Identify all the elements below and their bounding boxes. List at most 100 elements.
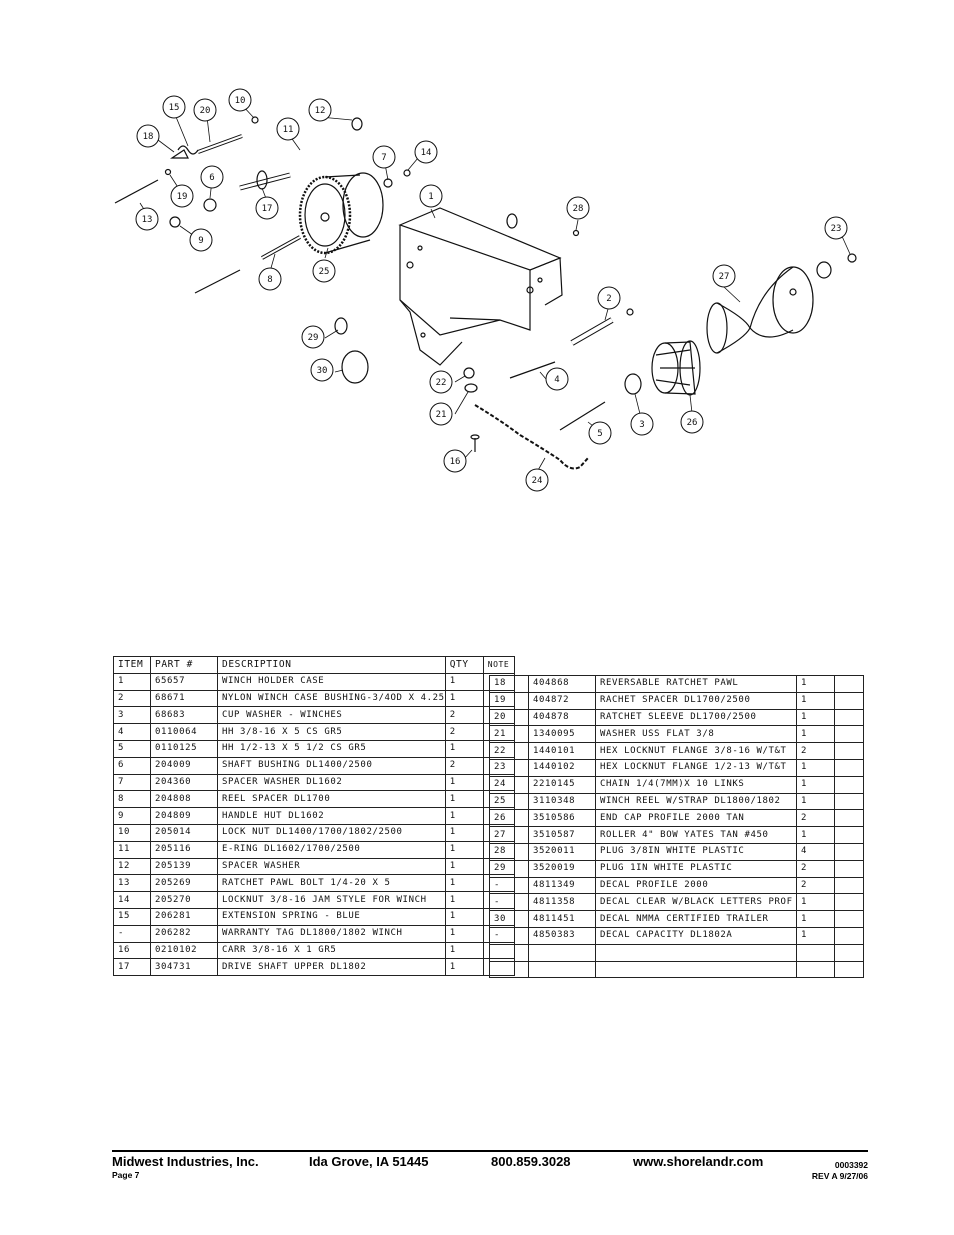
cell-part-number: 2210145 bbox=[528, 775, 596, 794]
cell-item: 28 bbox=[489, 842, 529, 861]
part-winch-holder-case-1 bbox=[398, 207, 563, 366]
cell-item: 20 bbox=[489, 708, 529, 727]
cell-item: - bbox=[489, 893, 529, 912]
callout-18: 18 bbox=[136, 124, 160, 148]
header-part-number: PART # bbox=[150, 656, 218, 674]
cell-qty: 2 bbox=[796, 876, 835, 895]
cell-note bbox=[834, 792, 864, 811]
cell-description: WINCH REEL W/STRAP DL1800/1802 bbox=[595, 792, 797, 811]
svg-text:30: 30 bbox=[317, 366, 328, 376]
exploded-parts-diagram: 15 20 10 18 12 11 7 14 6 19 13 17 1 9 28… bbox=[114, 88, 857, 492]
callout-24: 24 bbox=[525, 468, 549, 492]
footer-website[interactable]: www.shorelandr.com bbox=[633, 1154, 764, 1169]
svg-text:6: 6 bbox=[209, 173, 214, 183]
cell-note bbox=[834, 910, 864, 928]
cell-note bbox=[834, 809, 864, 828]
callout-6: 6 bbox=[200, 165, 224, 189]
footer-city: Ida Grove, IA 51445 bbox=[309, 1154, 429, 1169]
part-decal-30 bbox=[341, 350, 369, 384]
cell-qty: 1 bbox=[796, 691, 835, 710]
svg-text:26: 26 bbox=[687, 418, 698, 428]
cell-qty: 1 bbox=[444, 958, 484, 977]
callout-10: 10 bbox=[228, 88, 252, 112]
cell-part-number: 1440101 bbox=[528, 742, 596, 760]
cell-part-number: 68671 bbox=[150, 689, 218, 708]
cell-part-number: 204808 bbox=[150, 790, 218, 809]
svg-text:15: 15 bbox=[169, 103, 180, 113]
cell-description: END CAP PROFILE 2000 TAN bbox=[595, 809, 797, 828]
part-end-cap-26 bbox=[651, 340, 701, 396]
cell-qty: 1 bbox=[796, 675, 835, 693]
cell-description: DRIVE SHAFT UPPER DL1802 bbox=[217, 958, 446, 977]
cell-part-number: 4811451 bbox=[528, 910, 596, 928]
cell-qty: 1 bbox=[796, 725, 835, 744]
cell-description: DECAL PROFILE 2000 bbox=[595, 876, 797, 895]
footer-doc-number: 0003392 bbox=[834, 1160, 868, 1170]
cell-qty: 2 bbox=[796, 742, 835, 760]
cell-part-number: 404872 bbox=[528, 691, 596, 710]
cell-note bbox=[834, 876, 864, 895]
cell-part-number: 205270 bbox=[150, 891, 218, 909]
cell-description: CUP WASHER - WINCHES bbox=[217, 706, 446, 725]
cell-part-number: 204360 bbox=[150, 773, 218, 792]
cell-part-number: 3510587 bbox=[528, 826, 596, 844]
cell-item: 26 bbox=[489, 809, 529, 828]
part-bolt-4 bbox=[509, 361, 556, 379]
cell-part-number: 205139 bbox=[150, 857, 218, 876]
cell-qty bbox=[796, 960, 835, 979]
header-description: DESCRIPTION bbox=[217, 656, 446, 674]
cell-part-number: 3520019 bbox=[528, 859, 596, 878]
cell-item: 5 bbox=[113, 739, 151, 758]
callout-5: 5 bbox=[588, 421, 612, 445]
callout-2: 2 bbox=[597, 286, 621, 310]
cell-item: - bbox=[489, 876, 529, 895]
cell-description: HEX LOCKNUT FLANGE 3/8-16 W/T&T bbox=[595, 742, 797, 760]
cell-note bbox=[834, 859, 864, 878]
svg-text:8: 8 bbox=[267, 275, 272, 285]
header-item: ITEM bbox=[113, 656, 151, 674]
cell-qty: 1 bbox=[444, 739, 484, 758]
callout-23: 23 bbox=[824, 216, 848, 240]
cell-part-number bbox=[528, 943, 596, 962]
cell-part-number: 205269 bbox=[150, 874, 218, 893]
part-bushing-1 bbox=[506, 213, 518, 229]
cell-item: 24 bbox=[489, 775, 529, 794]
callout-15: 15 bbox=[162, 95, 186, 119]
cell-qty: 1 bbox=[796, 926, 835, 945]
cell-description bbox=[595, 943, 797, 962]
callout-14: 14 bbox=[414, 140, 438, 164]
cell-part-number: 3510586 bbox=[528, 809, 596, 828]
footer-revision: REV A 9/27/06 bbox=[811, 1171, 868, 1181]
cell-qty: 1 bbox=[444, 907, 484, 926]
cell-qty: 2 bbox=[796, 809, 835, 828]
cell-qty: 1 bbox=[796, 708, 835, 727]
part-spacer-washer-12 bbox=[351, 117, 363, 131]
part-plug-29 bbox=[334, 317, 348, 335]
cell-item: 25 bbox=[489, 792, 529, 811]
callout-8: 8 bbox=[258, 267, 282, 291]
cell-part-number: 206282 bbox=[150, 924, 218, 943]
cell-item: 14 bbox=[113, 891, 151, 909]
cell-part-number: 204009 bbox=[150, 756, 218, 775]
cell-description: DECAL NMMA CERTIFIED TRAILER bbox=[595, 910, 797, 928]
callout-30: 30 bbox=[310, 358, 334, 382]
callout-26: 26 bbox=[680, 410, 704, 434]
cell-description: RATCHET SLEEVE DL1700/2500 bbox=[595, 708, 797, 727]
svg-text:7: 7 bbox=[381, 153, 386, 163]
header-qty: QTY bbox=[444, 656, 484, 674]
cell-part-number: 4811358 bbox=[528, 893, 596, 912]
part-locknut-22 bbox=[463, 367, 475, 379]
